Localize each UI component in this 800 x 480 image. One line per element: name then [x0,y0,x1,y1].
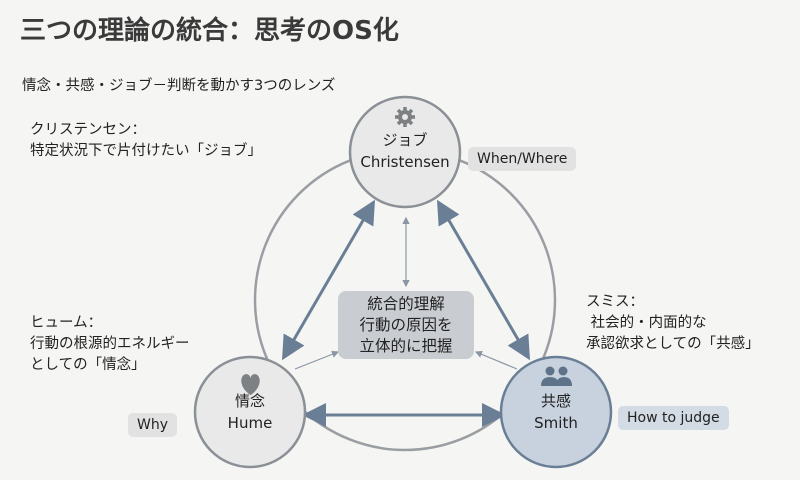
hume-note: ヒューム： 行動の根源的エネルギー としての「情念」 [30,315,190,373]
tag-how-to-judge: How to judge [618,406,729,430]
hume-node-circle [193,355,307,469]
smith-node: 共感 Smith [501,390,611,434]
center-line: 立体的に把握 [359,337,453,355]
center-line: 行動の原因を [359,316,453,334]
hume-name: Hume [227,414,273,432]
heart-icon [241,374,260,396]
christensen-note: クリステンセン： 特定状況下で片付けたい「ジョブ」 [30,122,262,159]
center-line: 統合的理解 [367,295,445,313]
job-label: ジョブ [382,131,428,149]
arrow-job-smith [436,199,531,361]
smith-node-circle [499,355,613,469]
job-node-circle [348,95,462,209]
hume-label: 情念 [234,392,265,410]
arrow-job-hume [281,199,376,361]
arrow-smith-center [474,350,518,370]
job-name: Christensen [360,153,450,171]
job-node: ジョブ Christensen [350,129,460,173]
arrow-hume-center [294,350,340,370]
people-icon [541,366,572,386]
smith-name: Smith [534,414,578,432]
hume-node: 情念 Hume [195,390,305,434]
subtitle: 情念・共感・ジョブ－判断を動かす3つのレンズ [22,78,336,94]
center-box: 統合的理解 行動の原因を 立体的に把握 [338,291,474,359]
gear-icon [395,107,415,127]
tag-why: Why [128,413,178,437]
smith-note: スミス： 社会的・内面的な 承認欲求としての「共感」 [586,294,760,352]
tag-when-where: When/Where [468,147,577,171]
smith-label: 共感 [540,392,571,410]
page-title: 三つの理論の統合：思考のOS化 [20,16,399,46]
